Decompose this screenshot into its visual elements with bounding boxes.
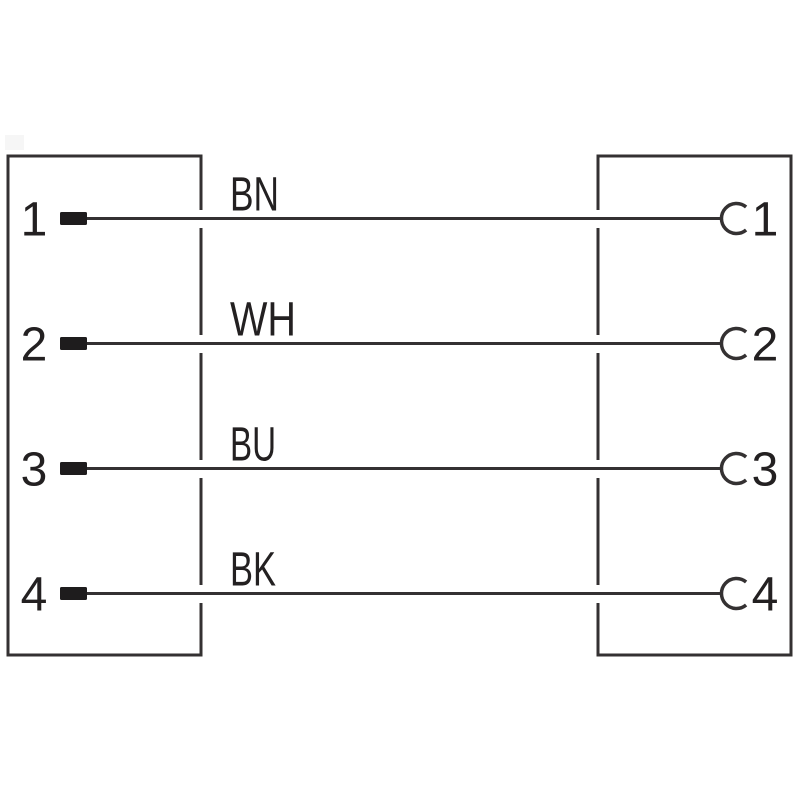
right-connector-outline xyxy=(596,154,793,657)
left-pin-number: 3 xyxy=(21,444,48,497)
female-socket-icon xyxy=(719,451,748,486)
male-pin-icon xyxy=(60,337,87,350)
right-pin-number: 1 xyxy=(752,194,779,247)
left-pin-number: 2 xyxy=(21,319,48,372)
left-connector-outline xyxy=(6,154,203,657)
wire-row: 1 BN 1 xyxy=(21,169,779,247)
female-socket-icon xyxy=(719,326,748,361)
male-pin-icon xyxy=(60,462,87,475)
male-pin-icon xyxy=(60,587,87,600)
wire-row: 3 BU 3 xyxy=(21,419,779,497)
right-pin-number: 2 xyxy=(752,319,779,372)
right-pin-number: 3 xyxy=(752,444,779,497)
left-pin-number: 4 xyxy=(21,569,48,622)
female-socket-icon xyxy=(719,201,748,236)
wire-row: 2 WH 2 xyxy=(21,294,779,372)
wire-row: 4 BK 4 xyxy=(21,544,779,622)
male-pin-icon xyxy=(60,212,87,225)
female-socket-icon xyxy=(719,576,748,611)
wire-color-label: BK xyxy=(230,544,276,597)
wire-color-label: WH xyxy=(230,294,296,347)
left-pin-number: 1 xyxy=(21,194,48,247)
wire-color-label: BN xyxy=(230,169,279,222)
wire-color-label: BU xyxy=(230,419,276,472)
scan-artifact xyxy=(5,135,24,150)
right-pin-number: 4 xyxy=(752,569,779,622)
